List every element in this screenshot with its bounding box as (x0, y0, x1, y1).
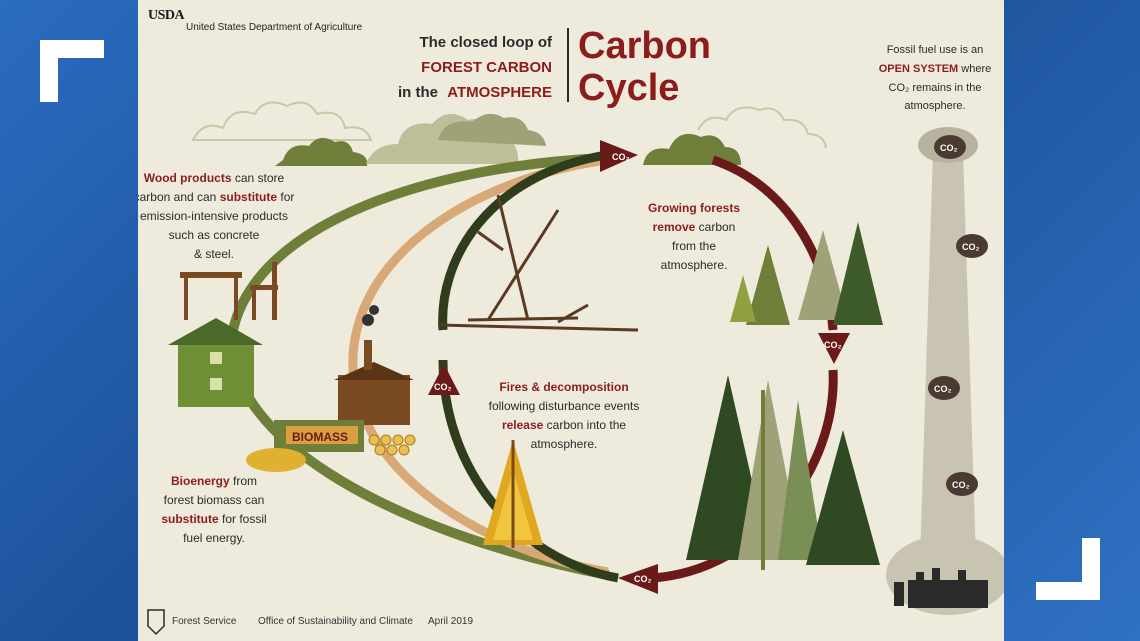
co2-cloud-label-1: CO₂ (940, 143, 958, 153)
young-forest-illustration (730, 222, 883, 325)
title-line-3-b: ATMOSPHERE (447, 84, 552, 101)
fossil-line-1: Fossil fuel use is an (887, 44, 984, 56)
co2-cloud-label-3: CO₂ (934, 384, 952, 394)
wood-line-4: such as concrete (169, 228, 260, 242)
infographic-card: The closed loop of FOREST CARBON in the … (138, 0, 1004, 641)
forest-service-shield-icon (147, 609, 165, 636)
growing-line-4: atmosphere. (661, 258, 728, 272)
biomass-label: BIOMASS (292, 430, 348, 444)
usda-department-name: United States Department of Agriculture (186, 22, 363, 33)
title-line-3-a: in the (398, 84, 438, 101)
co2-cloud-label-4: CO₂ (952, 480, 970, 490)
mature-forest-illustration (686, 375, 880, 570)
title-line-2: FOREST CARBON (421, 59, 552, 76)
wood-line-5: & steel. (194, 247, 234, 261)
co2-cloud-4: CO₂ (946, 472, 978, 496)
cloud-group-right (643, 106, 827, 165)
growing-forests-text: Growing forests remove carbon from the a… (648, 201, 740, 272)
footer-date: April 2019 (428, 616, 474, 627)
fires-line-1: Fires & decomposition (499, 380, 628, 394)
footer-office: Office of Sustainability and Climate (258, 616, 413, 627)
co2-arrow-right: CO₂ (818, 333, 850, 364)
house-illustration (168, 318, 263, 407)
corner-bracket-bottom-right-v (1082, 538, 1100, 600)
growing-line-2: remove carbon (653, 220, 736, 234)
bio-line-1: Bioenergy from (171, 474, 257, 488)
co2-cloud-2: CO₂ (956, 234, 988, 258)
co2-right-label: CO₂ (824, 340, 842, 350)
title-line-1: The closed loop of (419, 34, 553, 51)
co2-left-label: CO₂ (434, 382, 452, 392)
growing-line-1: Growing forests (648, 201, 740, 215)
co2-arrow-top: CO₂ (600, 140, 638, 172)
co2-cloud-1: CO₂ (934, 135, 966, 159)
big-title-cycle: Cycle (578, 67, 679, 109)
carbon-cycle-diagram: The closed loop of FOREST CARBON in the … (138, 25, 1004, 636)
fossil-line-4: atmosphere. (904, 100, 965, 112)
fires-decomposition-text: Fires & decomposition following disturba… (489, 380, 640, 451)
bioenergy-text: Bioenergy from forest biomass can substi… (161, 474, 266, 545)
fossil-fuel-text: Fossil fuel use is an OPEN SYSTEM where … (879, 44, 992, 112)
cycle-arc-left-top (438, 150, 607, 331)
fossil-line-3: CO₂ remains in the (889, 82, 982, 94)
wood-products-text: Wood products can store carbon and can s… (138, 171, 294, 261)
bio-line-4: fuel energy. (183, 531, 245, 545)
co2-cloud-3: CO₂ (928, 376, 960, 400)
cloud-group-left (191, 101, 546, 166)
header-title-block: The closed loop of FOREST CARBON in the … (398, 25, 711, 109)
big-title-carbon: Carbon (578, 25, 711, 67)
bio-line-2: forest biomass can (164, 493, 265, 507)
fires-line-3: release carbon into the (502, 418, 626, 432)
biomass-plant-illustration: BIOMASS (246, 305, 416, 472)
bio-line-3: substitute for fossil (161, 512, 266, 526)
fires-line-4: atmosphere. (531, 437, 598, 451)
co2-arrow-bottom: CO₂ (618, 564, 658, 594)
co2-arrow-left: CO₂ (428, 364, 460, 395)
growing-line-3: from the (672, 239, 716, 253)
cycle-arc-left-bottom (438, 359, 619, 583)
wood-line-2: carbon and can substitute for (138, 190, 294, 204)
footer-agency: Forest Service (172, 616, 237, 627)
wood-line-1: Wood products can store (144, 171, 285, 185)
wood-line-3: emission-intensive products (140, 209, 288, 223)
burning-tree-illustration (483, 440, 543, 548)
co2-cloud-label-2: CO₂ (962, 242, 980, 252)
usda-logo: USDA (148, 8, 185, 23)
co2-bottom-label: CO₂ (634, 574, 652, 584)
furniture-illustration (180, 262, 278, 320)
corner-bracket-top-left-v (40, 40, 58, 102)
dead-tree-illustration (437, 194, 639, 332)
fossil-fuel-smokestack (886, 127, 1004, 615)
fires-line-2: following disturbance events (489, 399, 640, 413)
co2-top-label: CO₂ (612, 152, 630, 162)
fossil-line-2: OPEN SYSTEM where (879, 63, 992, 75)
